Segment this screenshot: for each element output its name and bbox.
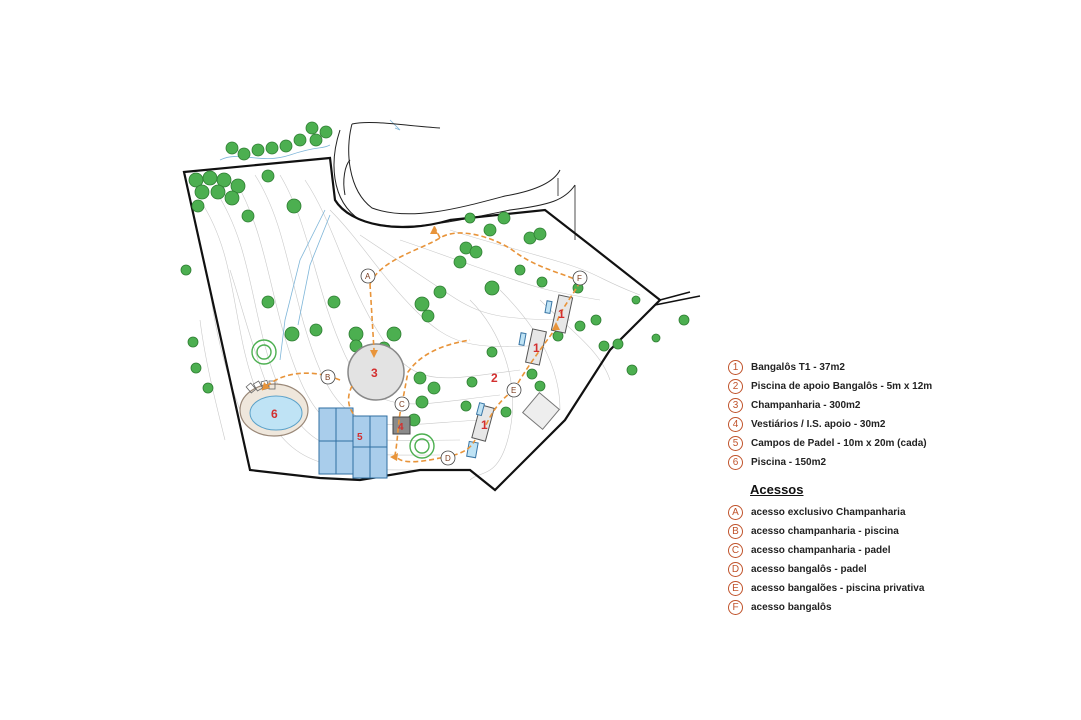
- padel-courts: [318, 407, 388, 479]
- boundary-spur: [654, 291, 701, 306]
- legend-text: Vestiários / I.S. apoio - 30m2: [751, 419, 886, 430]
- access-legend-text: acesso exclusivo Champanharia: [751, 507, 906, 518]
- label-bungalow-c: 1: [481, 418, 488, 432]
- pool-6: [239, 379, 309, 437]
- label-piscina-apoio: 2: [491, 371, 498, 385]
- access-heading: Acessos: [750, 482, 804, 497]
- site-boundary: [182, 156, 662, 492]
- path-arrows: [262, 226, 560, 461]
- access-item-a: A acesso exclusivo Champanharia: [728, 503, 1068, 522]
- label-vestiarios: 4: [398, 422, 404, 433]
- access-badge-e: E: [511, 386, 516, 395]
- legend: 1 Bangalôs T1 - 37m2 2 Piscina de apoio …: [728, 358, 1068, 617]
- legend-item-5: 5 Campos de Padel - 10m x 20m (cada): [728, 434, 1068, 453]
- legend-badge: 4: [728, 417, 743, 432]
- bungalows: [471, 294, 574, 442]
- legend-text: Piscina - 150m2: [751, 457, 827, 468]
- access-legend-badge: A: [728, 505, 743, 520]
- access-badge-f: F: [577, 274, 582, 283]
- access-item-b: B acesso champanharia - piscina: [728, 522, 1068, 541]
- label-champanharia: 3: [371, 366, 378, 380]
- access-badge-b: B: [325, 373, 330, 382]
- legend-item-4: 4 Vestiários / I.S. apoio - 30m2: [728, 415, 1068, 434]
- access-item-f: F acesso bangalôs: [728, 598, 1068, 617]
- access-item-e: E acesso bangalões - piscina privativa: [728, 579, 1068, 598]
- access-legend-badge: D: [728, 562, 743, 577]
- legend-badge: 6: [728, 455, 743, 470]
- legend-badge: 3: [728, 398, 743, 413]
- legend-text: Campos de Padel - 10m x 20m (cada): [751, 438, 927, 449]
- access-item-c: C acesso champanharia - padel: [728, 541, 1068, 560]
- champanharia-building: [347, 343, 405, 401]
- access-badges: [320, 268, 588, 466]
- label-padel: 5: [357, 432, 363, 443]
- label-bungalow-b: 1: [533, 341, 540, 355]
- access-legend-text: acesso bangalões - piscina privativa: [751, 583, 925, 594]
- access-legend-badge: C: [728, 543, 743, 558]
- access-badge-a: A: [365, 272, 371, 281]
- access-legend-text: acesso bangalôs: [751, 602, 832, 613]
- large-trees: [251, 339, 435, 459]
- legend-item-1: 1 Bangalôs T1 - 37m2: [728, 358, 1068, 377]
- legend-text: Piscina de apoio Bangalôs - 5m x 12m: [751, 381, 933, 392]
- legend-badge: 5: [728, 436, 743, 451]
- access-legend-text: acesso bangalôs - padel: [751, 564, 867, 575]
- access-legend-badge: E: [728, 581, 743, 596]
- access-paths: [261, 225, 581, 463]
- access-legend-badge: F: [728, 600, 743, 615]
- drainage-lines: [219, 119, 401, 361]
- label-piscina: 6: [271, 407, 278, 421]
- legend-item-6: 6 Piscina - 150m2: [728, 453, 1068, 472]
- trees: [180, 121, 690, 427]
- site-plan: 1 1 1 2 3 4 5 6 A B C D E F: [180, 119, 701, 492]
- vestiarios-building: [392, 416, 411, 435]
- legend-item-3: 3 Champanharia - 300m2: [728, 396, 1068, 415]
- access-legend-text: acesso champanharia - piscina: [751, 526, 899, 537]
- legend-item-2: 2 Piscina de apoio Bangalôs - 5m x 12m: [728, 377, 1068, 396]
- access-legend-badge: B: [728, 524, 743, 539]
- legend-badge: 2: [728, 379, 743, 394]
- bungalow-pools: [466, 300, 553, 459]
- access-badge-c: C: [399, 400, 405, 409]
- legend-text: Bangalôs T1 - 37m2: [751, 362, 845, 373]
- access-legend-text: acesso champanharia - padel: [751, 545, 891, 556]
- access-badge-d: D: [445, 454, 451, 463]
- legend-badge: 1: [728, 360, 743, 375]
- access-item-d: D acesso bangalôs - padel: [728, 560, 1068, 579]
- label-bungalow-a: 1: [558, 307, 565, 321]
- contour-lines: [199, 174, 641, 481]
- legend-text: Champanharia - 300m2: [751, 400, 861, 411]
